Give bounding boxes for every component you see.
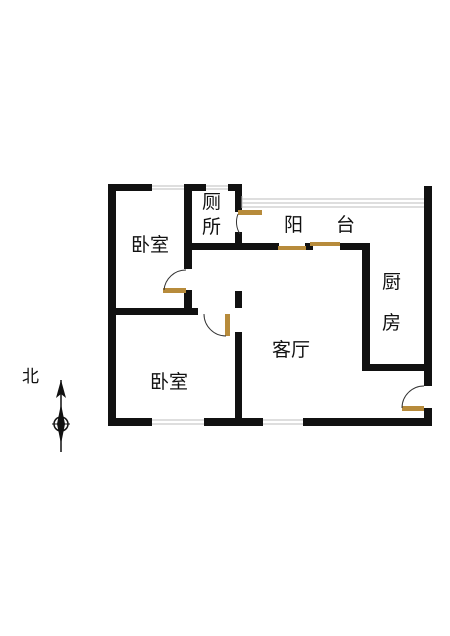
wall-top-bedroom-top xyxy=(108,184,190,191)
label-bedroom-bottom: 卧室 xyxy=(150,371,188,393)
label-kitchen-line2: 房 xyxy=(382,312,401,334)
wall-outer-right xyxy=(424,186,432,386)
room-labels: 卧室 厕 所 阳 台 厨 房 客厅 卧室 xyxy=(131,191,401,393)
label-kitchen-line1: 厨 xyxy=(382,271,401,293)
doors xyxy=(163,210,425,411)
door-bottom-bedroom xyxy=(225,314,230,336)
compass-north-label: 北 xyxy=(22,367,39,387)
wall-kitchen-left xyxy=(362,243,370,371)
door-balcony-left xyxy=(278,246,306,250)
label-balcony-line1: 阳 xyxy=(284,214,303,236)
label-toilet-line2: 所 xyxy=(202,216,221,238)
label-living-room: 客厅 xyxy=(272,339,310,361)
wall-hall-stub xyxy=(184,290,192,315)
label-bedroom-top: 卧室 xyxy=(131,234,169,256)
wall-toilet-right-lower xyxy=(235,232,242,248)
wall-outer-right-lower xyxy=(424,408,432,426)
compass: 北 xyxy=(22,367,70,452)
door-toilet xyxy=(238,210,262,215)
label-balcony-line2: 台 xyxy=(336,214,355,236)
wall-outer-left xyxy=(108,184,116,426)
door-entrance xyxy=(402,406,424,411)
wall-toilet-right xyxy=(235,184,242,212)
label-toilet-line1: 厕 xyxy=(202,191,221,213)
windows xyxy=(152,184,424,426)
wall-bottom-bedroom-right-upper xyxy=(235,291,242,308)
door-balcony-right xyxy=(310,242,340,246)
wall-bottom-bedroom-right xyxy=(235,332,242,426)
wall-top-bedroom-right xyxy=(184,184,192,269)
wall-balcony-bottom-mid xyxy=(305,243,313,250)
wall-kitchen-bottom xyxy=(362,364,431,371)
wall-between-bedrooms xyxy=(108,308,198,315)
wall-toilet-bottom xyxy=(184,243,279,250)
door-top-bedroom xyxy=(163,288,186,293)
wall-balcony-bottom-right xyxy=(340,243,370,250)
compass-needle-icon xyxy=(52,380,70,452)
